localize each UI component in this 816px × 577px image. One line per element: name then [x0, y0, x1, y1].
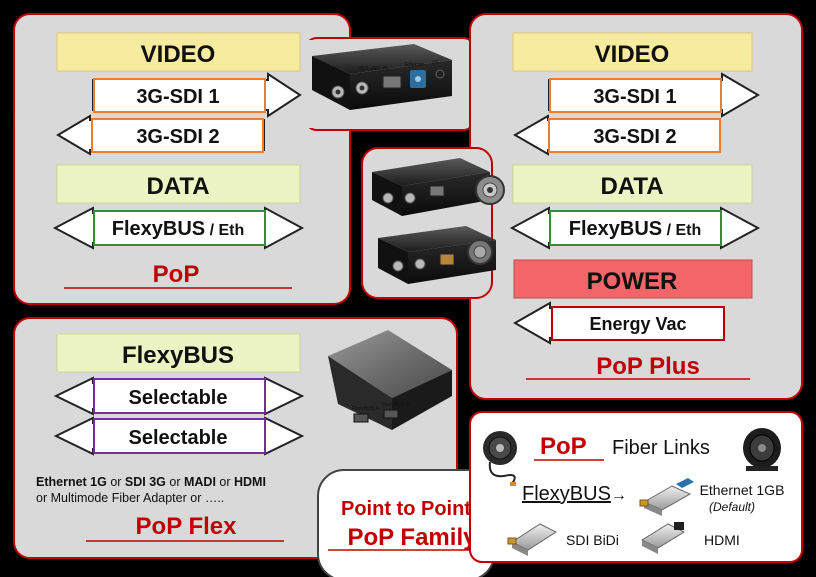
- pop-flex-selectable-arrow-2: Selectable: [53, 416, 305, 456]
- pop-family-line-1: Point to Point: [341, 498, 471, 520]
- pop-device-dc-label: DC: [432, 60, 440, 66]
- pop-flex-flexybus-box: [56, 333, 301, 373]
- pop-plus-energy-label: Energy Vac: [589, 314, 686, 334]
- pop-plus-data-label: DATA: [600, 173, 663, 200]
- hdmi-sfp-icon: [640, 522, 686, 554]
- pop-panel: VIDEO 3G-SDI 1 3G-SDI 2 DATA FlexyBUS / …: [13, 13, 476, 305]
- pop-video-box: [56, 32, 301, 72]
- pop-flexybus-label: FlexyBUS: [112, 218, 205, 240]
- pop-flex-options-line-1: Ethernet 1G or SDI 3G or MADI or HDMI: [36, 475, 266, 489]
- sdi-bidi-sfp-icon: [507, 523, 558, 556]
- pop-flex-options-line-2: or Multimode Fiber Adapter or …..: [36, 491, 224, 505]
- pop-flexybus-arrow: FlexyBUS / Eth: [52, 206, 305, 250]
- pop-data-label: DATA: [146, 173, 209, 200]
- pop-plus-panel: VIDEO 3G-SDI 1 3G-SDI 2 DATA FlexyBUS / …: [361, 13, 803, 400]
- pop-video-label: VIDEO: [141, 41, 216, 68]
- pop-flex-flexybus-label: FlexyBUS: [122, 342, 234, 369]
- svg-text:FlexyBUS / Eth: FlexyBUS / Eth: [569, 218, 701, 240]
- pop-device-ethernet-label: Ethernet: [405, 62, 425, 68]
- pop-plus-power-box: [513, 259, 753, 299]
- pop-flex-selectable-label-1: Selectable: [129, 387, 228, 409]
- pop-sdi1-arrow: 3G-SDI 1: [92, 72, 302, 118]
- pop-plus-sdi1-label: 3G-SDI 1: [593, 86, 676, 108]
- pop-sdi2-label: 3G-SDI 2: [136, 126, 219, 148]
- pop-plus-eth-label: / Eth: [662, 222, 701, 239]
- pop-plus-device-image-2: [378, 226, 496, 284]
- pop-flex-title: PoP Flex: [136, 513, 238, 540]
- pop-flex-device-a-label: FlexyBUS A: [352, 406, 379, 412]
- pop-flex-selectable-arrow-1: Selectable: [53, 376, 305, 416]
- pop-sdi1-label: 3G-SDI 1: [136, 86, 219, 108]
- svg-text:FlexyBUS / Eth: FlexyBUS / Eth: [112, 218, 244, 240]
- pop-sdi2-arrow: 3G-SDI 2: [56, 114, 265, 156]
- pop-family-box: Point to Point PoP Family: [317, 469, 495, 577]
- cable-reel-icon: [743, 428, 781, 471]
- pop-plus-title: PoP Plus: [596, 353, 700, 380]
- pop-plus-flexybus-arrow: FlexyBUS / Eth: [509, 206, 761, 250]
- pop-eth-label: / Eth: [205, 222, 244, 239]
- pop-plus-video-label: VIDEO: [595, 41, 670, 68]
- pop-plus-video-box: [512, 32, 753, 72]
- pop-plus-power-label: POWER: [587, 268, 678, 295]
- links-eth-label: Ethernet 1GB: [700, 482, 785, 498]
- ethernet-sfp-icon: [639, 478, 694, 516]
- pop-data-box: [56, 164, 301, 204]
- pop-plus-sdi2-label: 3G-SDI 2: [593, 126, 676, 148]
- pop-plus-sdi1-arrow: 3G-SDI 1: [548, 72, 760, 118]
- pop-plus-data-box: [512, 164, 753, 204]
- pop-title: PoP: [153, 261, 200, 288]
- pop-family-line-2: PoP Family: [348, 524, 478, 551]
- links-default-label: (Default): [709, 500, 755, 514]
- pop-device-out-label: OUT -SDI- IN: [358, 66, 388, 72]
- pop-flex-device-image: FlexyBUS A FlexyBUS B: [328, 330, 452, 430]
- cable-drum-icon: [483, 431, 517, 486]
- links-pop-label: PoP: [540, 433, 587, 460]
- links-fiber-label: Fiber Links: [612, 437, 710, 459]
- pop-plus-device-image-1: [372, 158, 505, 216]
- links-hdmi-label: HDMI: [704, 532, 740, 548]
- fiber-links-panel: PoP Fiber Links FlexyBUS→ Ethernet 1GB (…: [469, 411, 803, 563]
- pop-flex-selectable-label-2: Selectable: [129, 427, 228, 449]
- pop-plus-energy-arrow: Energy Vac: [512, 301, 725, 345]
- links-flexybus-label: FlexyBUS→: [522, 483, 627, 505]
- pop-flex-device-b-label: FlexyBUS B: [382, 402, 410, 408]
- pop-device-image: OUT -SDI- IN Ethernet DC: [312, 44, 452, 110]
- pop-plus-sdi2-arrow: 3G-SDI 2: [512, 114, 721, 156]
- links-sdi-bidi-label: SDI BiDi: [566, 532, 619, 548]
- pop-plus-flexybus-label: FlexyBUS: [569, 218, 662, 240]
